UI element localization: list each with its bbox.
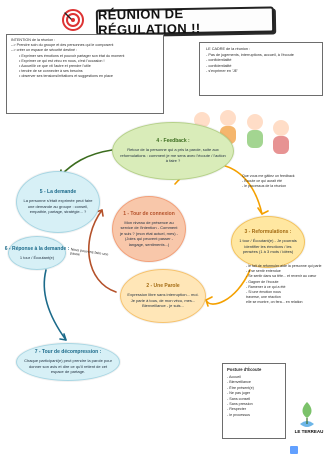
note-line: - à se sentir entendue: [246, 269, 281, 274]
posture-item: - Accueil: [227, 375, 241, 380]
note-line: elle se montre, on fera... en relation: [246, 300, 303, 305]
card-parole-title: 2 - Une Parole: [146, 283, 180, 290]
intention-line: • tendre de se connecter à ses besoins: [19, 69, 83, 74]
posture-box: Posture d'Écoute - Accueil - Bienveillan…: [222, 363, 286, 439]
posture-item: - Ne pas juger: [227, 391, 251, 396]
card-reponse-title: 6 - Réponse à la demande :: [4, 245, 70, 252]
note-line: traverse, une réaction: [246, 295, 281, 300]
note-line: - Si une émotion nous: [246, 290, 281, 295]
logo-text: LE TERREAU: [294, 429, 324, 434]
card-reformulations-title: 3 - Reformulations :: [244, 229, 292, 236]
note-line: - Se sentir dans sa tête... et revenir a…: [246, 274, 317, 279]
cadre-line: - Pas de jugements, interruptions, accue…: [206, 52, 294, 57]
cadre-box: LE CADRE de la réunion : - Pas de jugeme…: [199, 42, 323, 96]
card-reponse-body: 1 tour / Écoutant(e): [19, 254, 55, 260]
card-tour-title: 1 - Tour de connexion: [123, 211, 175, 218]
notes-right-top: Que vous me gâtiez un feedback - Écoute …: [242, 174, 332, 198]
intention-line: • Exprimer ses émotions et pouvoir parta…: [19, 53, 125, 58]
page-title: RÉUNION DE RÉGULATION !!: [97, 6, 201, 38]
cadre-line: - confidentialité: [206, 58, 232, 62]
note-line: - Écoute ce qui aurait été: [242, 179, 282, 184]
intention-line: --> créer un espace de sécurité destiné …: [11, 48, 78, 53]
card-tour-body: Mon niveau de présence au service de l'i…: [119, 220, 179, 247]
cadre-line: - confidentialité: [206, 63, 232, 68]
posture-item: - Sans conseil: [227, 396, 251, 401]
target-svg: [62, 9, 84, 31]
note-line: Que vous me gâtiez un feedback: [242, 174, 295, 178]
card-decomposition: 7 - Tour de décompression : Chaque parti…: [16, 343, 120, 381]
card-reformulations-body: 1 tour / Écoutant(e) - Je pourrais ident…: [239, 238, 297, 255]
posture-item: - Bienveillance: [227, 380, 251, 385]
card-feedback-body: Retour de la personne qui a pris la paro…: [120, 147, 226, 164]
intention-line: --> Prendre soin du groupe et des person…: [11, 43, 114, 48]
page-title-box: RÉUNION DE RÉGULATION !!: [95, 6, 275, 38]
posture-item: - le processus: [227, 412, 250, 417]
cadre-line: - s'exprimer en 'JE': [206, 69, 238, 73]
card-feedback-title: 4 - Feedback :: [156, 138, 190, 145]
intention-line: • observer ses tensions/irritations et s…: [19, 74, 113, 79]
note-line: - le fait de reformuler aide la personne…: [246, 264, 322, 268]
card-parole-body: Expression libre sans interruption... mo…: [127, 292, 199, 309]
posture-item: - Respecter: [227, 407, 247, 412]
intention-line: • Exprimer ce qui est vécu en nous, c'es…: [19, 58, 105, 63]
posture-title: Posture d'Écoute: [227, 367, 262, 372]
note-line: - Ramener à ce qui a été: [246, 284, 286, 289]
card-decomposition-body: Chaque participant(e) peut prendre la pa…: [24, 358, 112, 375]
intention-box: INTENTION de la réunion : --> Prendre so…: [6, 34, 164, 114]
cadre-line: LE CADRE de la réunion :: [206, 47, 251, 51]
card-demande-title: 5 - La demande: [39, 189, 77, 196]
card-feedback: 4 - Feedback : Retour de la personne qui…: [112, 122, 234, 180]
notes-right-bottom: - le fait de reformuler aide la personne…: [246, 264, 332, 320]
card-tour: 1 - Tour de connexion Mon niveau de prés…: [112, 196, 186, 262]
posture-item: - Être présent(e): [227, 385, 254, 390]
card-reformulations: 3 - Reformulations : 1 tour / Écoutant(e…: [231, 216, 305, 268]
sticky-note-icon: [290, 446, 298, 454]
note-line: - Gagner de l'écoute: [246, 279, 279, 284]
card-parole: 2 - Une Parole Expression libre sans int…: [120, 269, 206, 323]
note-left-mini: Nous pouvons faire une pause: [69, 247, 109, 257]
target-icon: [62, 9, 84, 31]
posture-item: - Sans pression: [227, 401, 253, 406]
logo: LE TERREAU: [292, 398, 326, 440]
card-decomposition-title: 7 - Tour de décompression :: [34, 349, 102, 356]
intention-line: INTENTION de la réunion :: [11, 38, 56, 42]
card-reponse: 6 - Réponse à la demande : 1 tour / Écou…: [4, 236, 70, 270]
intention-line: • Accueillir ce que vit l'autre et prend…: [19, 63, 91, 68]
note-line: - le processus de la réunion: [242, 184, 287, 189]
card-demande-body: La personne s'était exprimée peut faire …: [23, 198, 93, 215]
card-demande: 5 - La demande La personne s'était expri…: [16, 171, 100, 233]
